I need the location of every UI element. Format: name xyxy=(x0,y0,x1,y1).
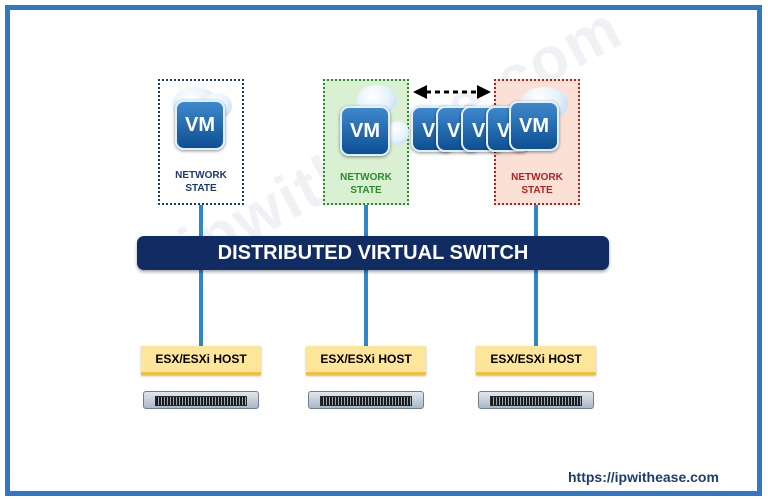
network-state-label: NETWORK STATE xyxy=(175,170,227,194)
host-label-2: ESX/ESXi HOST xyxy=(306,346,426,375)
vm-icon: VM xyxy=(175,100,225,150)
vm-icon: VM xyxy=(340,106,390,156)
server-rack-icon xyxy=(308,391,424,409)
server-rack-icon xyxy=(143,391,259,409)
source-url: https://ipwithease.com xyxy=(568,469,719,485)
network-state-label: NETWORK STATE xyxy=(511,172,563,196)
cloud-icon xyxy=(387,121,409,145)
migration-arrow xyxy=(413,85,491,99)
host-label-3: ESX/ESXi HOST xyxy=(476,346,596,375)
distributed-virtual-switch: DISTRIBUTED VIRTUAL SWITCH xyxy=(137,236,609,270)
network-state-label: NETWORK STATE xyxy=(340,172,392,196)
server-rack-icon xyxy=(478,391,594,409)
host-label-1: ESX/ESXi HOST xyxy=(141,346,261,375)
vm-icon: VM xyxy=(509,101,559,151)
